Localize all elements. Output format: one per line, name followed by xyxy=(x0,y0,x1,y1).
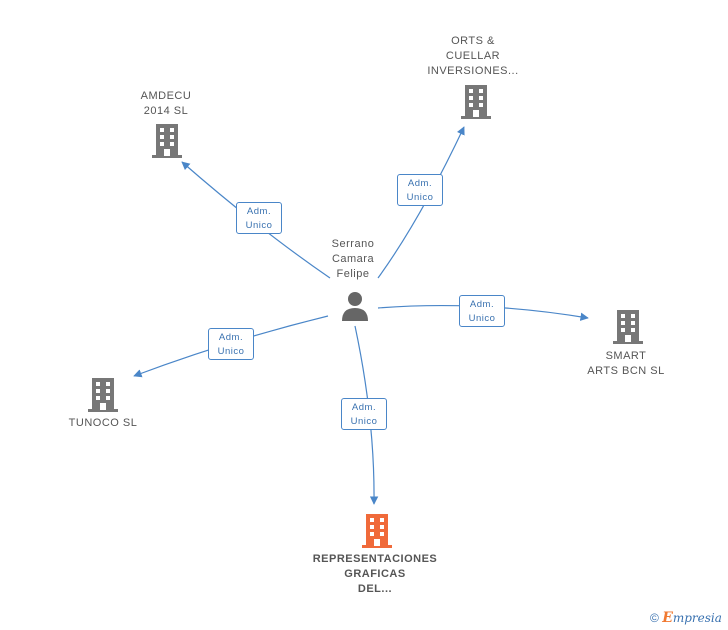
edge-label-orts[interactable]: Adm. Unico xyxy=(397,174,443,206)
node-label-line: ARTS BCN SL xyxy=(587,365,665,377)
node-label-representaciones[interactable]: REPRESENTACIONES GRAFICAS DEL... xyxy=(300,552,450,597)
person-label-line: Camara xyxy=(331,253,375,265)
edge-label-role: Adm. xyxy=(246,206,272,217)
edge-label-role: Unico xyxy=(245,220,273,231)
edge-label-smart[interactable]: Adm. Unico xyxy=(459,295,505,327)
edge-label-amdecu[interactable]: Adm. Unico xyxy=(236,202,282,234)
edge-label-role: Adm. xyxy=(407,178,433,189)
node-label-line: ORTS & xyxy=(451,35,495,47)
node-label-line: GRAFICAS xyxy=(344,568,406,580)
brand-rest: mpresia xyxy=(672,611,722,625)
node-label-line: 2014 SL xyxy=(143,105,189,117)
building-icon[interactable] xyxy=(461,85,491,119)
edge-label-role: Adm. xyxy=(218,332,244,343)
node-label-tunoco[interactable]: TUNOCO SL xyxy=(53,416,153,431)
copyright-icon: © xyxy=(650,611,659,625)
footer-brand: © Empresia xyxy=(650,610,722,626)
edge-label-role: Adm. xyxy=(469,299,495,310)
edge-label-role: Unico xyxy=(468,313,496,324)
node-label-line: SMART xyxy=(605,350,647,362)
person-label-line: Serrano xyxy=(331,238,375,250)
node-label-line: INVERSIONES... xyxy=(427,65,519,77)
building-icon[interactable] xyxy=(613,310,643,344)
node-label-line: AMDECU xyxy=(140,90,192,102)
building-icon[interactable] xyxy=(152,124,182,158)
edge-label-role: Adm. xyxy=(351,402,377,413)
main-building-icon[interactable] xyxy=(362,514,392,548)
edge-label-role: Unico xyxy=(350,416,378,427)
person-icon[interactable] xyxy=(340,290,370,322)
node-label-line: REPRESENTACIONES xyxy=(312,553,438,565)
node-label-amdecu[interactable]: AMDECU 2014 SL xyxy=(118,89,214,119)
person-label-line: Felipe xyxy=(336,268,370,280)
node-label-smart[interactable]: SMART ARTS BCN SL xyxy=(576,349,676,379)
person-label[interactable]: Serrano Camara Felipe xyxy=(318,237,388,282)
empresia-logo[interactable]: Empresia xyxy=(662,610,722,626)
building-icon[interactable] xyxy=(88,378,118,412)
edge-orts xyxy=(377,126,465,279)
edge-label-representaciones[interactable]: Adm. Unico xyxy=(341,398,387,430)
edge-label-role: Unico xyxy=(217,346,245,357)
node-label-line: CUELLAR xyxy=(445,50,501,62)
edge-label-tunoco[interactable]: Adm. Unico xyxy=(208,328,254,360)
edge-label-role: Unico xyxy=(406,192,434,203)
node-label-orts[interactable]: ORTS & CUELLAR INVERSIONES... xyxy=(418,34,528,79)
node-label-line: TUNOCO SL xyxy=(68,417,138,429)
brand-initial: E xyxy=(662,610,673,626)
node-label-line: DEL... xyxy=(357,583,393,595)
